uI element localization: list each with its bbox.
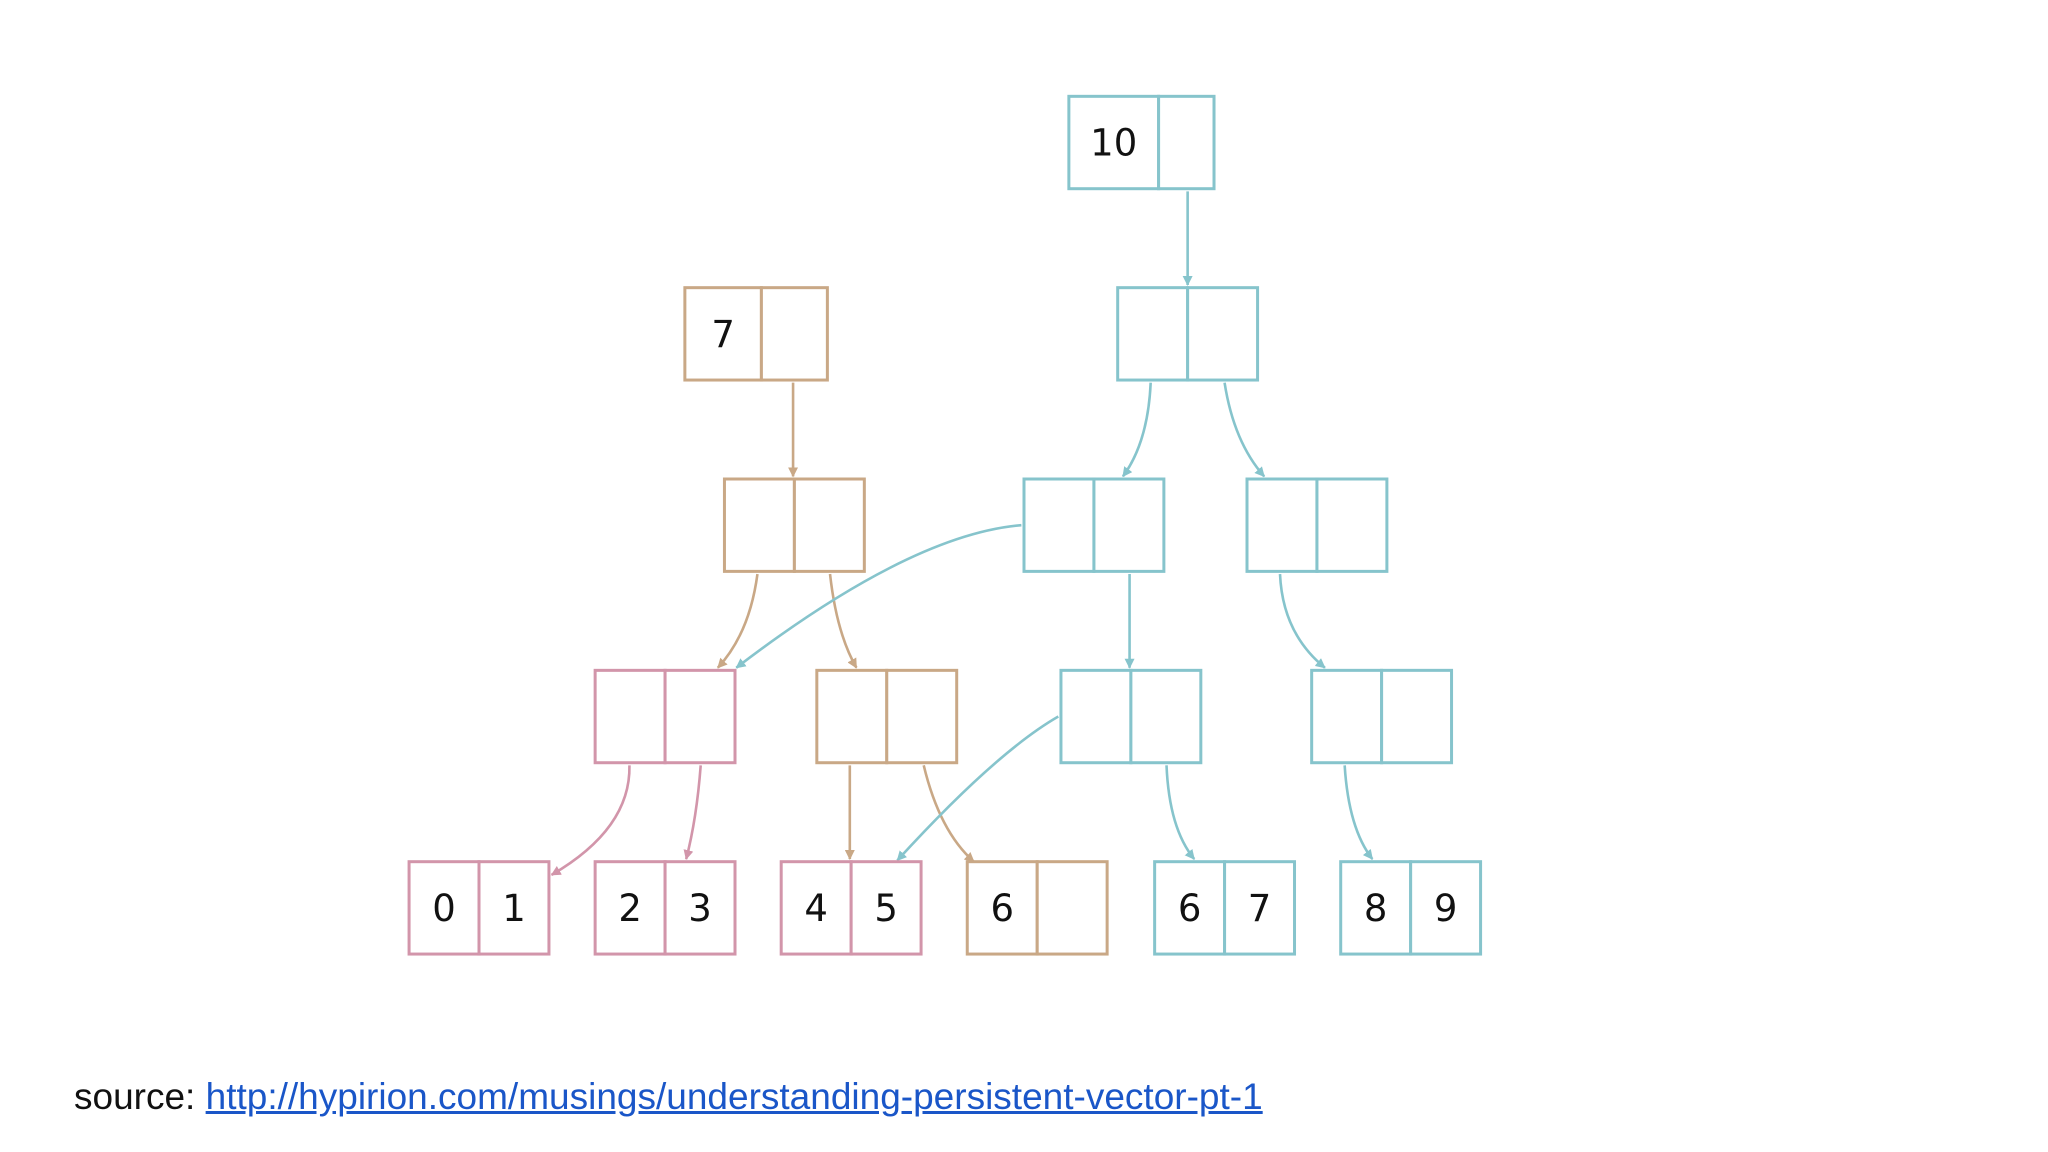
node-cell xyxy=(759,286,829,382)
node-cell-value: 7 xyxy=(711,313,735,356)
node-cell xyxy=(663,860,737,956)
node-cell xyxy=(1310,668,1384,765)
node-teal-l2-left xyxy=(1022,477,1166,573)
node-cell-value: 9 xyxy=(1434,887,1458,930)
node-cell-value: 3 xyxy=(688,887,712,930)
node-cell xyxy=(792,477,866,573)
edge-teal-l1-to-teal-l2-right xyxy=(1223,382,1266,478)
node-teal-l2-right xyxy=(1245,477,1389,573)
node-cell xyxy=(1409,860,1483,956)
node-cell xyxy=(849,860,923,956)
node-cell-value: 6 xyxy=(1178,887,1202,930)
edge-tan-l3-to-leaf-6 xyxy=(922,765,975,863)
node-pink-l3 xyxy=(593,668,737,765)
node-cell xyxy=(683,286,763,382)
node-cell xyxy=(1092,477,1166,573)
source-link[interactable]: http://hypirion.com/musings/understandin… xyxy=(205,1076,1263,1117)
edge-teal-l3-mid-to-leaf-45 xyxy=(896,715,1059,862)
node-cell xyxy=(1315,477,1389,573)
node-cell xyxy=(1022,477,1096,573)
node-cell-value: 5 xyxy=(874,887,898,930)
node-cell xyxy=(779,860,853,956)
source-caption: source: http://hypirion.com/musings/unde… xyxy=(74,1076,1263,1118)
node-cell xyxy=(1129,668,1203,765)
node-cell-value: 6 xyxy=(990,887,1014,930)
node-cell xyxy=(965,860,1039,956)
node-cell-value: 1 xyxy=(502,887,526,930)
node-cell xyxy=(1153,860,1227,956)
node-cell-value: 10 xyxy=(1090,122,1137,165)
source-prefix: source: xyxy=(74,1076,206,1117)
node-cell xyxy=(663,668,737,765)
edge-pink-l3-to-leaf-01 xyxy=(550,765,631,877)
node-cell xyxy=(1059,668,1133,765)
node-cell xyxy=(1245,477,1319,573)
node-cell xyxy=(477,860,551,956)
node-teal-l3-right xyxy=(1310,668,1454,765)
edge-teal-l2-right-to-teal-l3-right xyxy=(1278,573,1326,669)
edge-tan-l2-to-tan-l3 xyxy=(828,573,858,669)
node-root7: 7 xyxy=(683,286,829,382)
node-cell-value: 4 xyxy=(804,887,828,930)
edges-layer xyxy=(550,191,1374,877)
node-cell xyxy=(722,477,796,573)
node-cell-value: 7 xyxy=(1248,887,1272,930)
edge-teal-l1-to-teal-l2-left xyxy=(1121,382,1152,478)
node-cell xyxy=(1380,668,1454,765)
node-cell-value: 0 xyxy=(432,887,456,930)
edge-teal-l3-mid-to-leaf-67 xyxy=(1165,765,1196,860)
node-leaf-6: 6 xyxy=(965,860,1109,956)
node-root10: 10 xyxy=(1067,94,1216,191)
node-cell xyxy=(815,668,889,765)
edge-pink-l3-to-leaf-23 xyxy=(683,765,702,861)
node-cell xyxy=(1067,94,1161,191)
node-cell xyxy=(1116,286,1190,382)
node-cell xyxy=(1223,860,1297,956)
edge-teal-l2-left-to-pink-l3 xyxy=(735,523,1022,669)
node-cell xyxy=(593,668,667,765)
node-cell xyxy=(1035,860,1109,956)
node-cell xyxy=(593,860,667,956)
edge-tan-l2-to-pink-l3 xyxy=(716,573,759,669)
node-cell xyxy=(1157,94,1216,191)
node-teal-l1 xyxy=(1116,286,1260,382)
node-cell-value: 8 xyxy=(1364,887,1388,930)
node-cell xyxy=(885,668,959,765)
node-tan-l2 xyxy=(722,477,866,573)
edge-teal-l3-right-to-leaf-89 xyxy=(1343,765,1374,860)
node-teal-l3-mid xyxy=(1059,668,1203,765)
node-cell-value: 2 xyxy=(618,887,642,930)
node-cell xyxy=(1186,286,1260,382)
node-tan-l3 xyxy=(815,668,959,765)
